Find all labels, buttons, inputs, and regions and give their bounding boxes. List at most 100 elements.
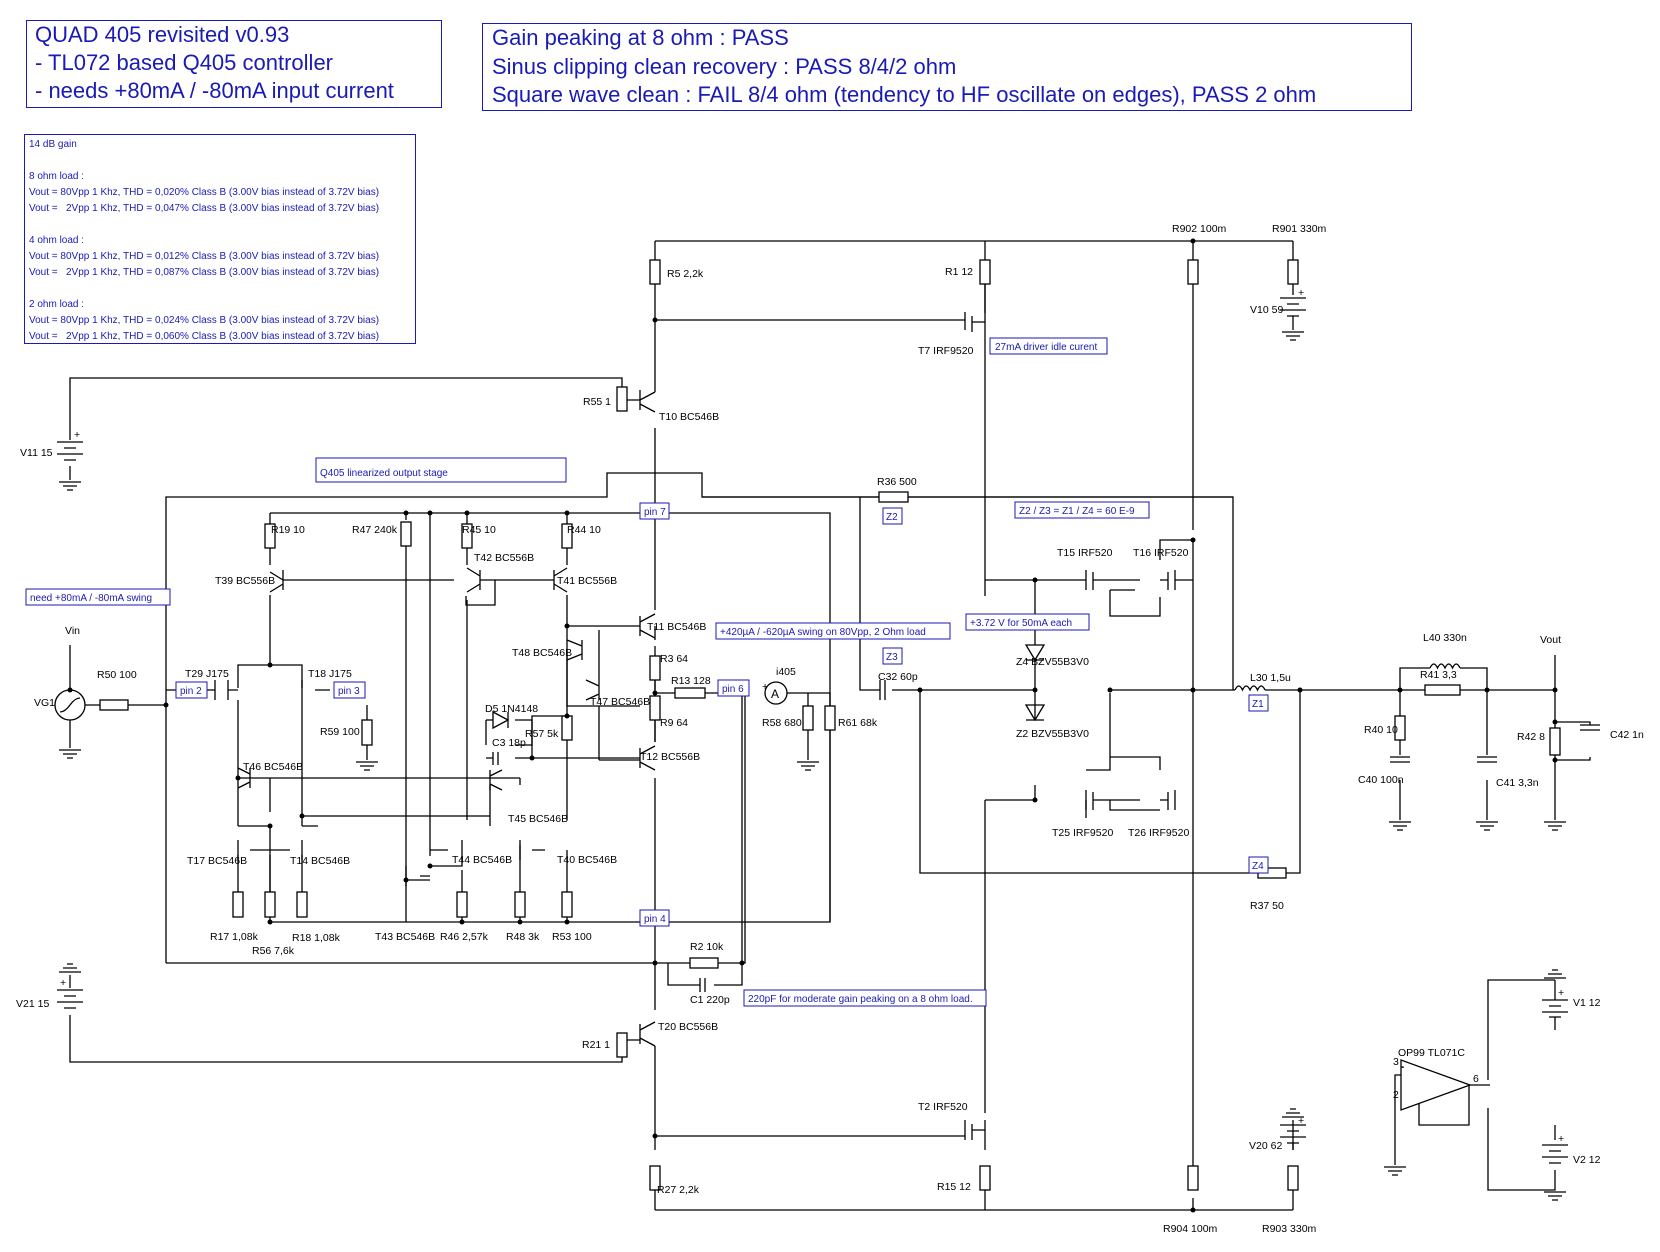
label-r37: R37 50 [1250,900,1284,912]
capacitor-c41 [1477,756,1497,763]
battery-v1 [1542,999,1568,1018]
label-r36: R36 500 [877,476,917,488]
label-c40: C40 100n [1358,774,1404,786]
resistor-r36 [878,491,909,503]
resistor-r47 [400,521,412,547]
resistor-r15 [979,1165,991,1191]
battery-v2 [1542,1144,1568,1164]
z4-tag: Z4 [1252,861,1264,872]
resistors [99,259,1561,1191]
resistor-r53 [561,891,573,918]
battery-v20 [1280,1124,1306,1150]
label-v2: V2 12 [1573,1154,1601,1166]
thd-notes-box: 14 dB gain 8 ohm load : Vout = 80Vpp 1 K… [24,134,416,344]
resistor-r58 [802,705,814,731]
label-r45: R45 10 [462,524,496,536]
label-t39: T39 BC556B [215,575,275,587]
zener-z2 [1024,704,1046,722]
resistor-r42 [1549,727,1561,756]
label-r61: R61 68k [838,717,878,729]
resistor-r44 [561,523,573,549]
title-line: QUAD 405 revisited v0.93 [35,22,290,47]
resistor-r903 [1287,1165,1299,1191]
label-t47: T47 BC546B [590,696,650,708]
label-r902: R902 100m [1172,223,1227,235]
capacitor-c1 [699,978,706,992]
note-line: Vout = 2Vpp 1 Khz, THD = 0,047% Class B … [29,203,380,214]
capacitor-c3 [492,752,499,765]
resistor-r55 [616,386,628,412]
label-t26: T26 IRF9520 [1128,827,1189,839]
resistor-r56 [264,891,276,918]
label-r18: R18 1,08k [292,932,341,944]
ground [1476,821,1498,831]
note-line: Vout = 80Vpp 1 Khz, THD = 0,020% Class B… [29,187,380,198]
pin-6-tag: pin 6 [722,684,744,695]
resistor-r59 [361,719,373,746]
ground [1389,821,1411,831]
label-c3: C3 18p [492,737,526,749]
resistor-r9 [649,695,661,721]
resistor-r41 [1424,684,1461,696]
label-r44: R44 10 [567,524,601,536]
resistor-r901 [1287,259,1299,285]
ground [1544,821,1566,831]
label-r904: R904 100m [1163,1223,1218,1235]
label-c42: C42 1n [1610,729,1644,741]
note-line: 8 ohm load : [29,171,85,182]
label-r41: R41 3,3 [1420,669,1457,681]
label-v10: V10 59 [1250,304,1283,316]
resistor-r3 [649,655,661,681]
label-r42: R42 8 [1517,731,1545,743]
label-t44: T44 BC546B [452,854,512,866]
label-r17: R17 1,08k [210,931,259,943]
label-t10: T10 BC546B [659,411,719,423]
ground [356,761,378,771]
note-line: Vout = 2Vpp 1 Khz, THD = 0,087% Class B … [29,267,380,278]
ground [797,761,819,771]
result-line: Sinus clipping clean recovery : PASS 8/4… [492,53,957,79]
label-r48: R48 3k [506,931,540,943]
label-t29: T29 J175 [185,668,229,680]
resistor-r48 [514,891,526,918]
label-v1: V1 12 [1573,997,1601,1009]
resistor-r57 [561,715,573,741]
label-t15: T15 IRF520 [1057,547,1113,559]
label-z2-diode: Z2 BZV55B3V0 [1016,728,1089,740]
input-swing-note: need +80mA / -80mA swing [30,593,152,604]
label-r27: R27 2,2k [657,1184,700,1196]
battery-v21 [57,989,83,1009]
resistor-r21 [616,1032,628,1058]
capacitor-c40 [1390,756,1410,763]
plus-sign: + [1558,987,1564,999]
resistor-r5 [649,259,661,285]
battery-v11 [57,441,83,461]
label-r59: R59 100 [320,726,360,738]
resistor-r27 [649,1165,661,1191]
label-r13: R13 128 [671,675,711,687]
step-icon [59,697,81,713]
label-l30: L30 1,5u [1250,672,1291,684]
label-r56: R56 7,6k [252,945,295,957]
resistor-r904 [1187,1165,1199,1191]
label-r9: R9 64 [660,717,688,729]
label-l40: L40 330n [1423,632,1467,644]
label-t40: T40 BC546B [557,854,617,866]
ground [59,963,81,973]
pin-7-tag: pin 7 [644,507,666,518]
plus-sign: + [74,429,80,441]
active-devices: A [54,312,1472,1140]
ammeter-i405 [764,681,788,705]
resistor-r45 [461,523,473,549]
label-r5: R5 2,2k [667,268,704,280]
label-z4-diode: Z4 BZV55B3V0 [1016,656,1089,668]
plus-sign: + [1298,1115,1304,1127]
diode-d5 [492,710,510,730]
ground [1384,1166,1406,1176]
label-c41: C41 3,3n [1496,777,1539,789]
label-r3: R3 64 [660,653,688,665]
label-t45: T45 BC546B [508,813,568,825]
z1-tag: Z1 [1252,699,1264,710]
label-t20: T20 BC556B [658,1021,718,1033]
